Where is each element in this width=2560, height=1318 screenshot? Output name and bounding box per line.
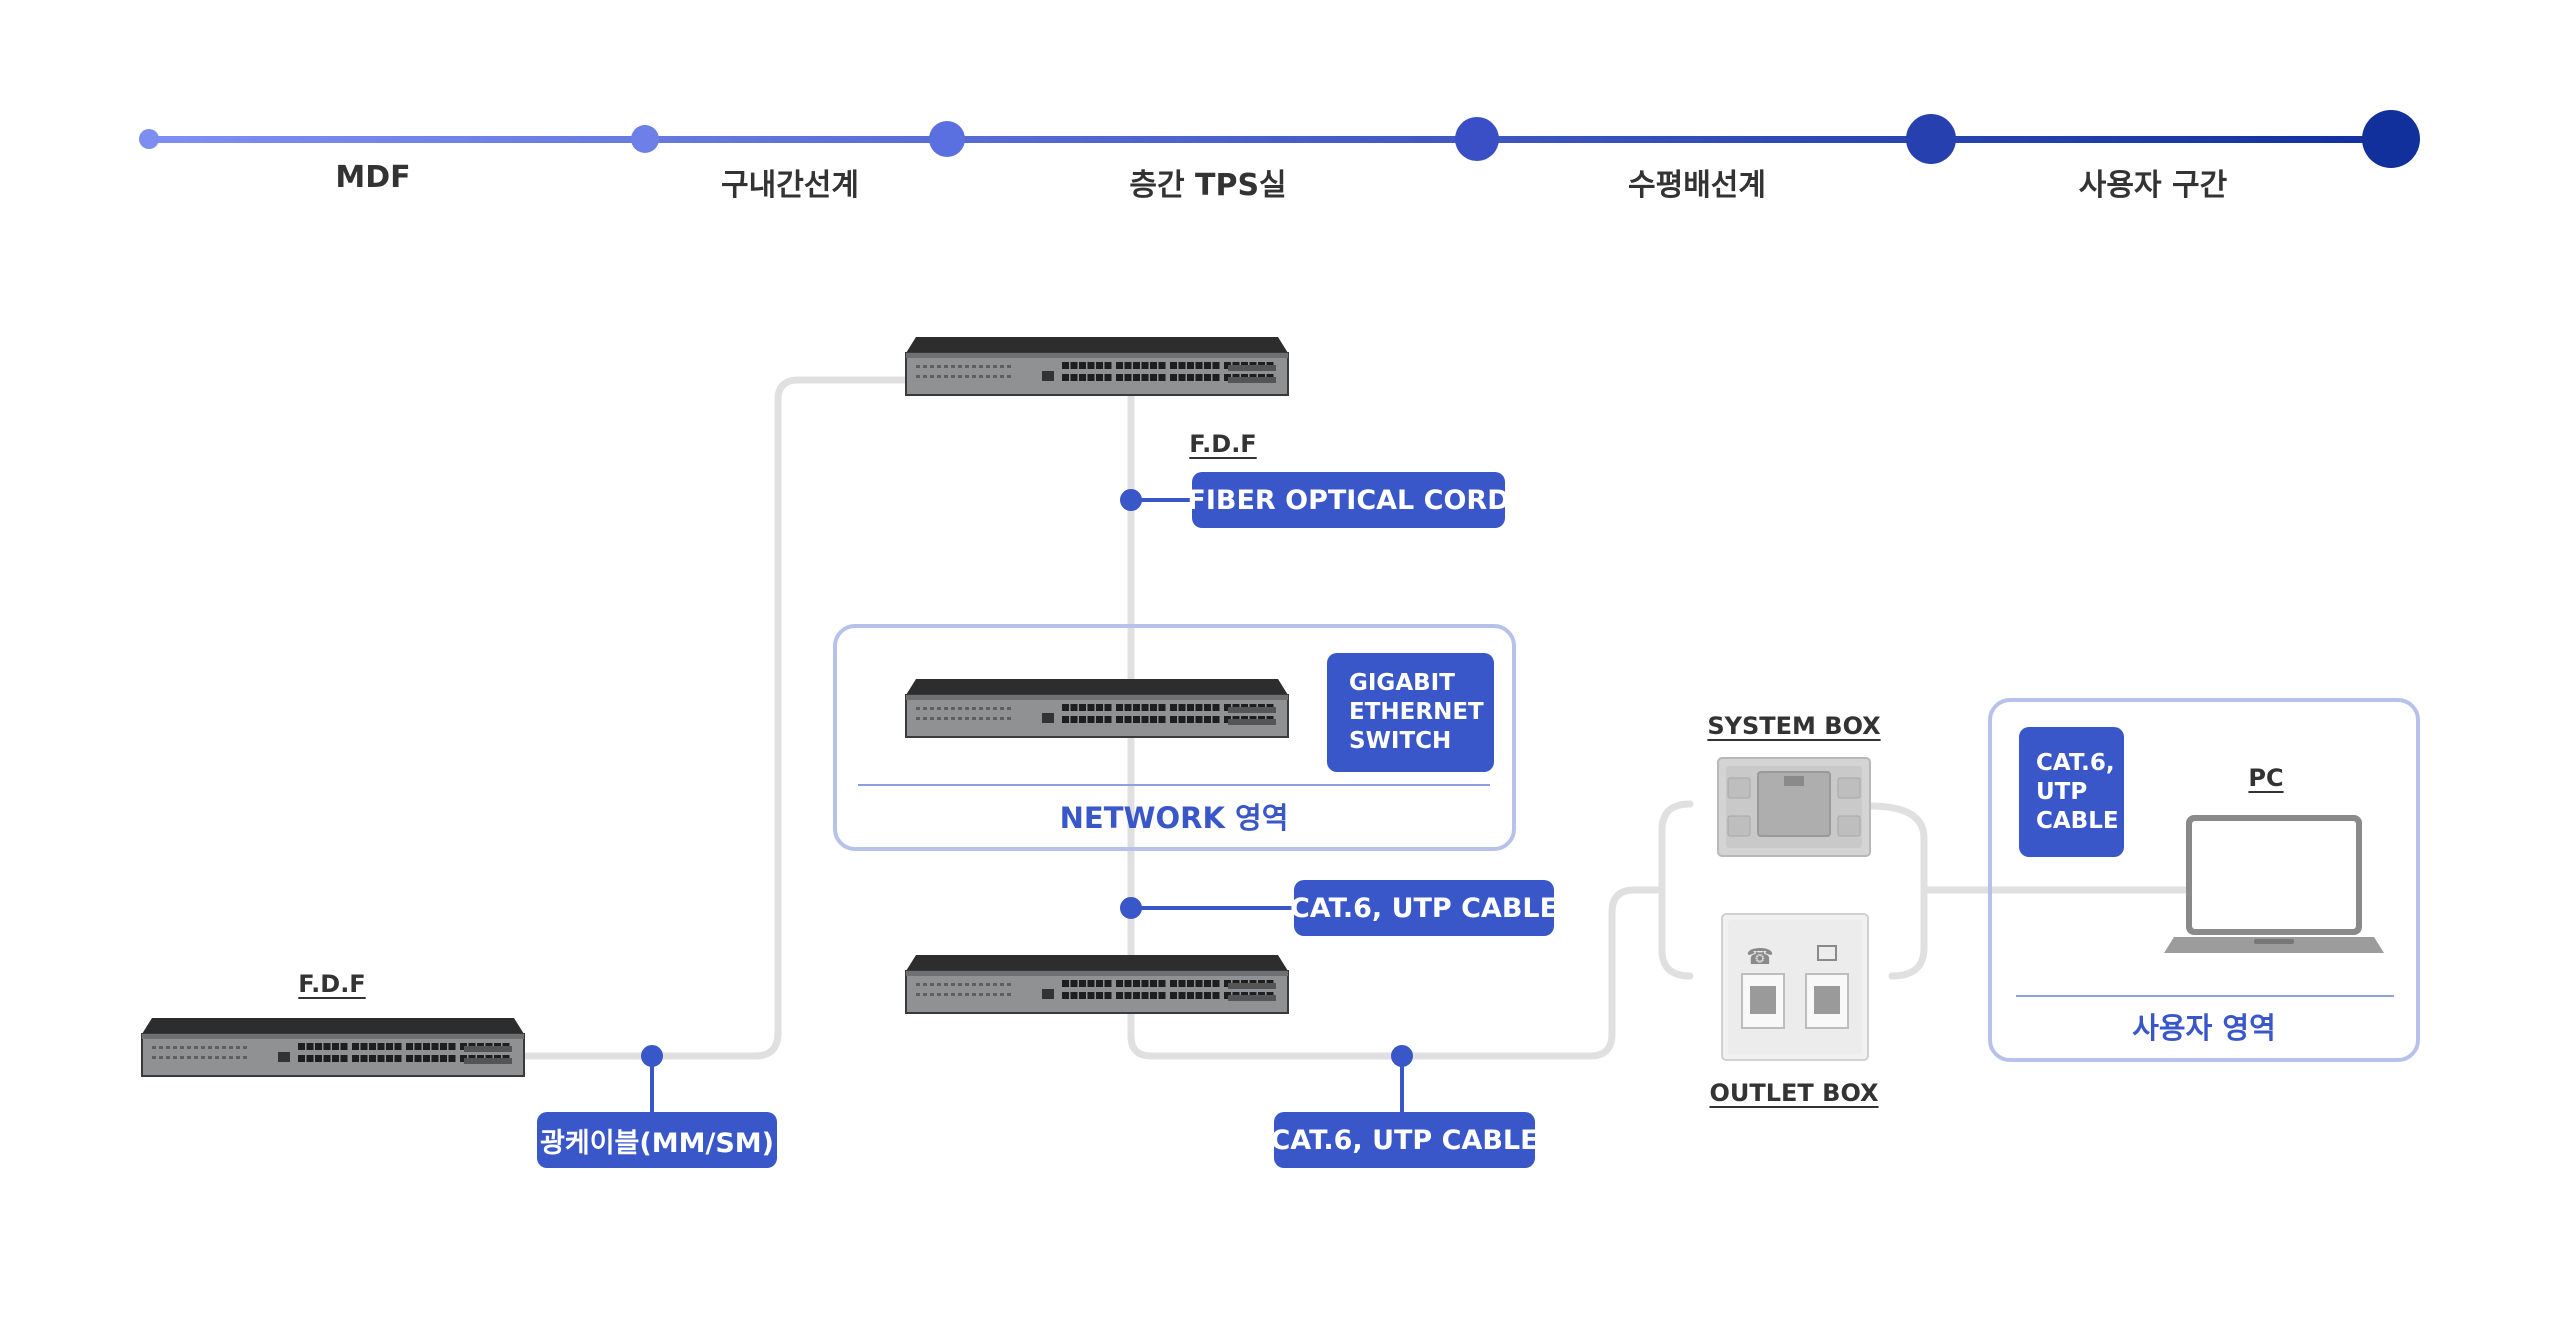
network-zone-label: NETWORK 영역	[1059, 801, 1289, 835]
switch-left-icon	[141, 1018, 525, 1077]
system-box-label: SYSTEM BOX	[1707, 712, 1881, 740]
stage-user-section: 사용자 구간	[2078, 168, 2228, 203]
pc-label: PC	[2248, 764, 2284, 792]
user-cat6-tag-line-1: CAT.6,	[2036, 749, 2115, 776]
connector-dot-cat6-mid	[1120, 897, 1142, 919]
gigabit-switch-tag-line-2: ETHERNET	[1349, 699, 1484, 725]
stage-mdf: MDF	[335, 160, 411, 195]
network-zone-divider	[858, 784, 1490, 786]
connector-dot-optical	[641, 1045, 663, 1067]
user-cat6-utp-cable-tag: CAT.6, UTP CABLE	[2019, 727, 2124, 857]
timeline-dot-6	[2362, 110, 2420, 168]
stage-floor-tps-room: 층간 TPS실	[1129, 168, 1287, 203]
timeline-dot-1	[139, 129, 159, 149]
gigabit-switch-tag-line-1: GIGABIT	[1349, 670, 1455, 696]
stage-building-backbone: 구내간선계	[721, 168, 859, 203]
optical-cable-tag: 광케이블(MM/SM)	[537, 1112, 777, 1168]
user-zone-label: 사용자 영역	[2132, 1011, 2276, 1045]
timeline-dot-3	[929, 121, 965, 157]
connector-dot-cat6-bottom	[1391, 1045, 1413, 1067]
timeline-dot-4	[1455, 117, 1499, 161]
user-cat6-tag-line-3: CABLE	[2036, 807, 2119, 834]
outlet-box-icon: ☎	[1721, 913, 1869, 1061]
cable-vertical-trunk	[1127, 386, 1666, 1060]
gigabit-switch-tag-line-3: SWITCH	[1349, 728, 1452, 754]
connector-dot-fiber	[1120, 489, 1142, 511]
user-zone-divider	[2016, 995, 2394, 997]
gigabit-switch-tag: GIGABIT ETHERNET SWITCH	[1327, 653, 1494, 772]
timeline-line	[148, 136, 2392, 143]
fdf-label-top: F.D.F	[1189, 430, 1257, 458]
cat6-utp-cable-tag-mid: CAT.6, UTP CABLE	[1290, 880, 1558, 936]
cable-merge	[1866, 802, 1928, 980]
system-box-icon	[1717, 757, 1871, 857]
network-zone	[833, 624, 1516, 851]
svg-text:☎: ☎	[1746, 945, 1773, 970]
stage-horizontal-cabling: 수평배선계	[1628, 168, 1766, 203]
timeline-dot-2	[631, 125, 659, 153]
switch-top-icon	[905, 337, 1289, 396]
timeline-dot-5	[1906, 114, 1956, 164]
switch-network-icon	[905, 679, 1289, 738]
laptop-pc-icon	[2164, 815, 2384, 953]
user-zone	[1988, 698, 2420, 1062]
fdf-label-left: F.D.F	[298, 970, 366, 998]
cable-fork	[1658, 800, 1694, 980]
outlet-box-label: OUTLET BOX	[1709, 1079, 1879, 1107]
switch-bottom-icon	[905, 955, 1289, 1014]
user-cat6-tag-line-2: UTP	[2036, 778, 2088, 805]
cat6-utp-cable-tag-bottom: CAT.6, UTP CABLE	[1270, 1112, 1539, 1168]
cable-left-to-top	[518, 376, 914, 1060]
fiber-optical-cord-tag: FIBER OPTICAL CORD	[1187, 472, 1510, 528]
